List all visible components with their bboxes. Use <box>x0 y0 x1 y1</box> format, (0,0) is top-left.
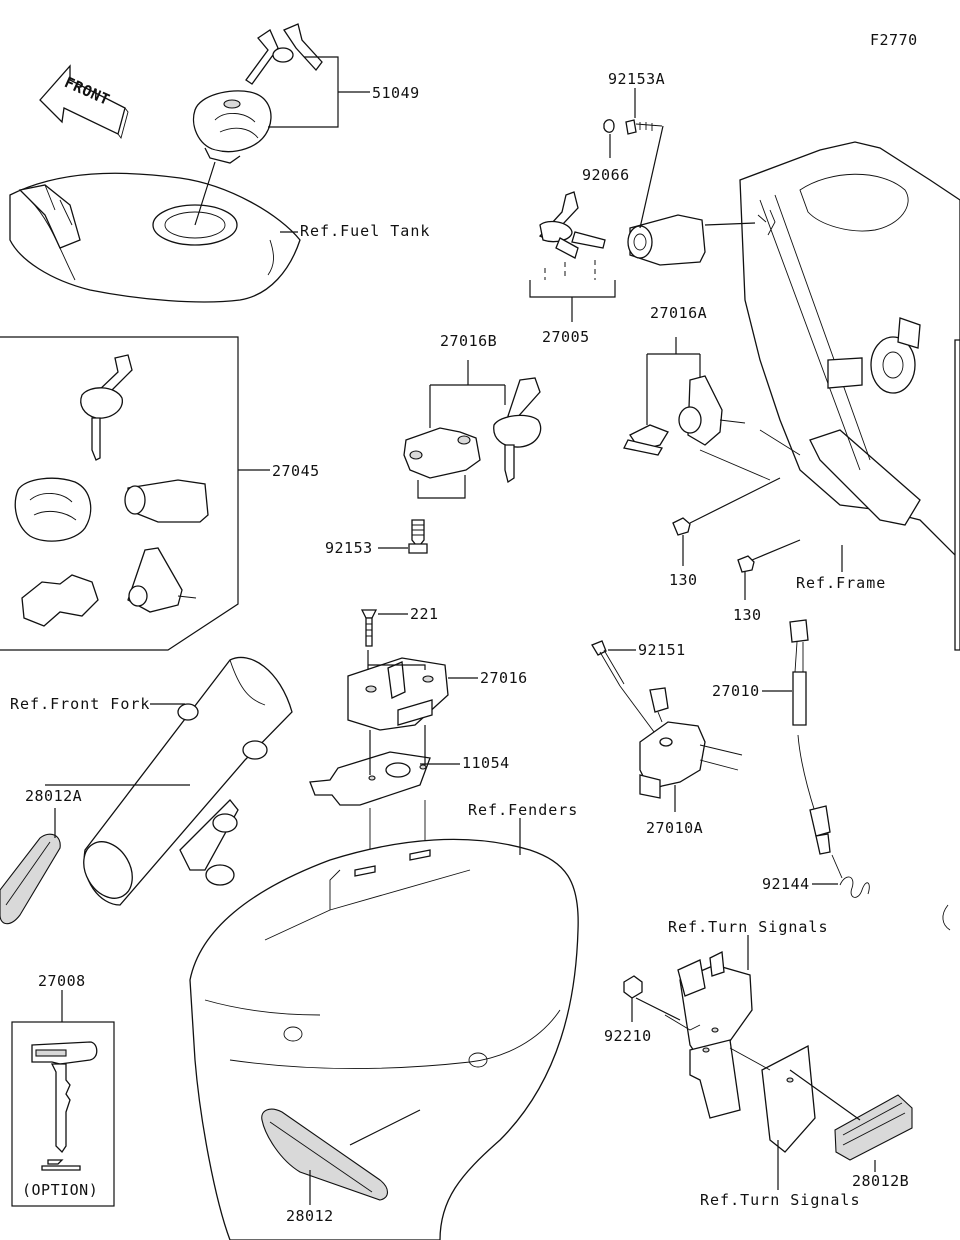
leader-51049 <box>268 56 370 128</box>
fender-drawing <box>189 838 579 1240</box>
ref-front-fork: Ref.Front Fork <box>10 695 150 713</box>
leader-ignition-frame <box>704 222 756 226</box>
kit-27045-parts <box>14 354 209 627</box>
bolt-92153 <box>408 519 428 554</box>
leader-11054 <box>369 725 460 775</box>
leader-130 <box>682 477 801 600</box>
part-label-27010A: 27010A <box>646 819 703 837</box>
ref-frame: Ref.Frame <box>796 574 886 592</box>
figure-code: F2770 <box>870 31 918 49</box>
screw-axis <box>619 685 661 741</box>
leader-27016-top <box>367 650 426 670</box>
reflector-28012A <box>0 833 61 925</box>
reflector-28012 <box>261 1108 389 1201</box>
screw-221 <box>360 609 378 647</box>
part-label-28012B: 28012B <box>852 1172 909 1190</box>
turn-signal-bracket <box>664 950 753 1119</box>
part-label-27045: 27045 <box>272 462 320 480</box>
part-label-130-b: 130 <box>733 606 762 624</box>
plate-28012B-mount <box>729 1044 816 1153</box>
part-label-27016: 27016 <box>480 669 528 687</box>
lock-27016B <box>403 377 542 484</box>
leader-cap-to-tank <box>194 161 216 226</box>
screw-92151 <box>591 640 625 687</box>
ref-fenders: Ref.Fenders <box>468 801 578 819</box>
part-label-92151: 92151 <box>638 641 686 659</box>
part-label-92153: 92153 <box>325 539 373 557</box>
frame-drawing <box>739 141 960 651</box>
option-box <box>11 1021 115 1207</box>
bracket-11054 <box>309 751 431 806</box>
lock-27016 <box>347 657 449 731</box>
leader-27016B-bolt <box>417 475 466 499</box>
part-label-27016A: 27016A <box>650 304 707 322</box>
part-label-27016B: 27016B <box>440 332 497 350</box>
part-label-221: 221 <box>410 605 439 623</box>
option-label: (OPTION) <box>22 1181 98 1199</box>
switch-27010A <box>639 687 743 799</box>
leader-28012B <box>789 1069 876 1172</box>
part-label-27010: 27010 <box>712 682 760 700</box>
kit-box-27045 <box>0 336 239 651</box>
leader-27016B <box>429 360 506 428</box>
screw-92153A <box>625 119 663 135</box>
leader-92210 <box>631 997 681 1022</box>
washer-92066 <box>603 119 615 133</box>
fuel-cap-keys-51049 <box>192 23 323 164</box>
leader-27005 <box>529 280 616 322</box>
frame-link-lines <box>699 429 801 481</box>
front-fork-drawing <box>83 656 293 906</box>
front-arrow-icon: FRONT <box>39 64 129 140</box>
part-label-130-a: 130 <box>669 571 698 589</box>
part-label-92210: 92210 <box>604 1027 652 1045</box>
bolt-130-a <box>672 517 691 536</box>
part-label-27008: 27008 <box>38 972 86 990</box>
reflector-28012B <box>834 1094 913 1161</box>
part-label-92153A: 92153A <box>608 70 665 88</box>
ref-turn-signals-top: Ref.Turn Signals <box>668 918 829 936</box>
leader-28012 <box>309 1109 421 1205</box>
part-label-92066: 92066 <box>582 166 630 184</box>
part-label-11054: 11054 <box>462 754 510 772</box>
part-label-28012A: 28012A <box>25 787 82 805</box>
part-label-28012: 28012 <box>286 1207 334 1225</box>
frame-edge-arc <box>942 904 951 931</box>
ignition-switch-drawing <box>627 214 706 266</box>
leader-27016A <box>646 337 701 425</box>
option-key-drawing <box>31 1041 98 1171</box>
part-label-27005: 27005 <box>542 328 590 346</box>
nut-92210 <box>623 975 643 999</box>
lock-27016A <box>623 375 746 456</box>
ref-fuel-tank: Ref.Fuel Tank <box>300 222 430 240</box>
spring-92144 <box>831 854 870 898</box>
keys-27005 <box>538 191 606 259</box>
part-label-51049: 51049 <box>372 84 420 102</box>
leader-92153A-line <box>639 125 664 229</box>
part-label-92144: 92144 <box>762 875 810 893</box>
bolt-130-b <box>737 555 755 573</box>
switch-27010 <box>789 619 831 855</box>
ref-turn-signals-bottom: Ref.Turn Signals <box>700 1191 861 1209</box>
dash-27005 <box>544 260 596 280</box>
fuel-tank-drawing <box>9 172 301 303</box>
